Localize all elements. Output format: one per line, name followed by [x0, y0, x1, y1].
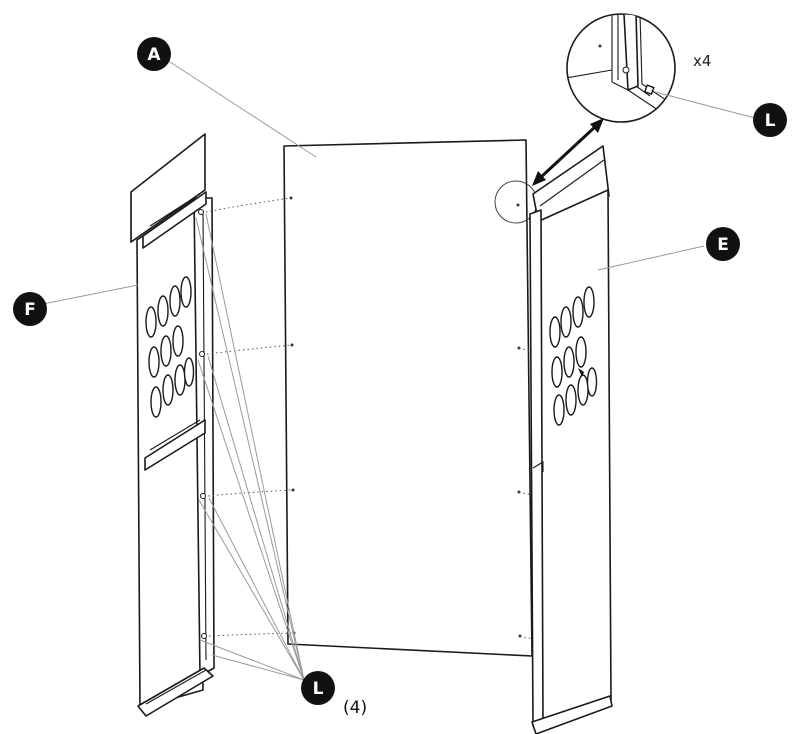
- back-panel-a: [283, 139, 538, 657]
- callout-e-badge: [706, 227, 740, 261]
- callout-l-detail-badge: [753, 103, 787, 137]
- alignment-lines-left: [205, 197, 295, 637]
- callout-f: F: [13, 292, 47, 326]
- callout-l-detail: L: [753, 103, 787, 137]
- callout-l-bottom-label: L: [313, 679, 324, 699]
- side-panel-f: [130, 133, 215, 717]
- callout-f-label: F: [24, 300, 36, 320]
- leader-lines: [37, 59, 756, 681]
- detail-view: [566, 13, 676, 123]
- callout-l-detail-label: L: [765, 111, 776, 131]
- callout-l-bottom: L: [301, 671, 335, 705]
- vent-holes-f: [145, 276, 195, 418]
- detail-quantity-label: x4: [693, 52, 711, 70]
- side-panel-e: [529, 145, 613, 734]
- bottom-quantity-label: (4): [343, 698, 367, 718]
- vent-holes-e: [549, 286, 598, 426]
- callout-f-badge: [13, 292, 47, 326]
- callout-e: E: [706, 227, 740, 261]
- callout-a-label: A: [147, 45, 161, 65]
- callout-a: A: [137, 37, 171, 71]
- callout-e-label: E: [717, 235, 729, 255]
- callout-a-badge: [137, 37, 171, 71]
- callout-l-bottom-badge: [301, 671, 335, 705]
- detail-arrow: [532, 118, 604, 186]
